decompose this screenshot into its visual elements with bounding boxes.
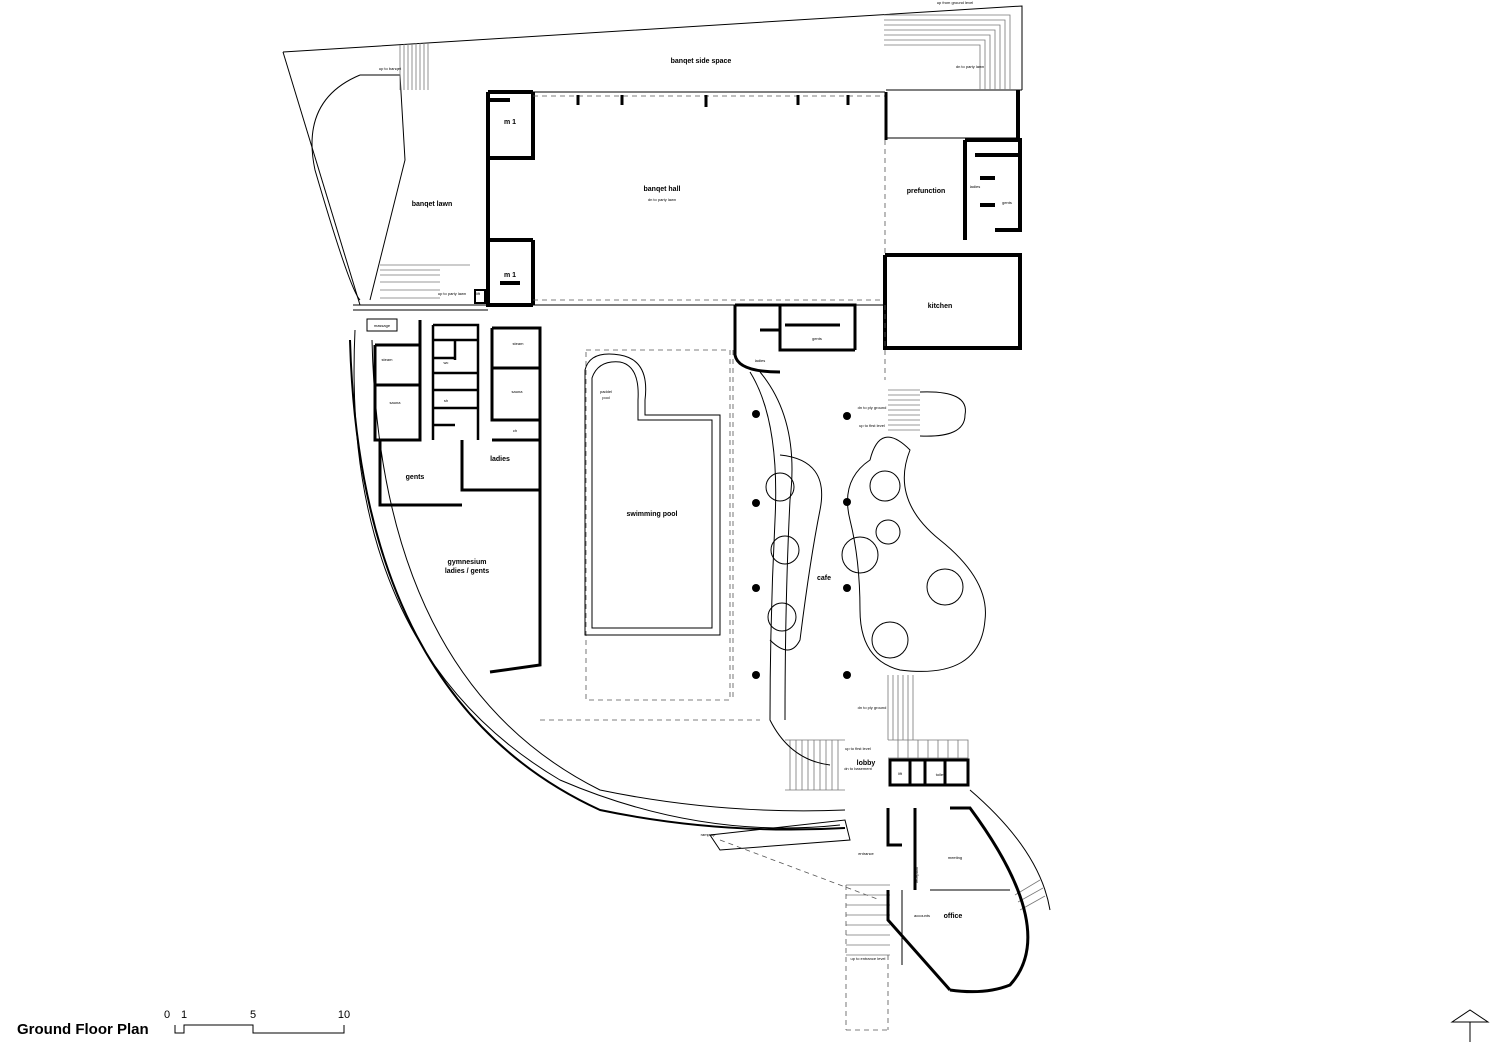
cafe	[732, 303, 986, 766]
label-prefunction: prefunction	[907, 188, 946, 195]
scale-10: 10	[338, 1009, 350, 1021]
north-arrow-icon	[1450, 1009, 1490, 1042]
label-sauna-left: sauna	[390, 400, 402, 405]
scale-bar: 0 1 5 10	[164, 1009, 350, 1034]
label-ladies: ladies	[490, 456, 510, 463]
label-sh: sh	[444, 398, 448, 403]
label-meeting: meeting	[948, 855, 962, 860]
plan-title: Ground Floor Plan	[17, 1021, 149, 1038]
label-k-ladies: ladies	[755, 358, 765, 363]
label-wc: wc	[444, 360, 449, 365]
label-entrance: entrance	[858, 851, 874, 856]
label-swimming-pool: swimming pool	[627, 511, 678, 518]
label-office: office	[944, 913, 963, 920]
label-toilet: toilet	[936, 772, 945, 777]
office-block	[886, 758, 1051, 994]
pool	[584, 349, 731, 701]
note-up-to-entrance: up to entrance level	[851, 956, 886, 961]
label-m1-bottom: m 1	[504, 272, 516, 279]
scale-0: 0	[164, 1009, 170, 1021]
label-kitchen: kitchen	[928, 303, 953, 310]
note-up-to-banqet: up to banqet	[379, 66, 402, 71]
room-labels: banqet side space banqet hall dn to part…	[374, 58, 1012, 920]
label-lobby: lobby	[857, 760, 876, 767]
label-pf-ladies: ladies	[970, 184, 980, 189]
label-banqet-hall: banqet hall	[644, 186, 681, 193]
note-up-from-ground: up from ground level	[937, 0, 974, 5]
spa-block	[366, 318, 542, 674]
label-steam-left: steam	[382, 357, 394, 362]
label-paddel: paddel	[600, 389, 612, 394]
note-ramp-up: ramp up	[701, 832, 716, 837]
stairs	[380, 14, 1046, 1031]
label-gents: gents	[406, 474, 425, 481]
label-banqet-hall-note: dn to party lawn	[648, 197, 676, 202]
note-dn-to-party-lawn: dn to party lawn	[956, 64, 984, 69]
label-k-gents: gents	[812, 336, 822, 341]
label-accounts: accounts	[914, 913, 930, 918]
label-gym: gymnesium	[448, 559, 487, 566]
stair-notes: up to banqet up from ground level dn to …	[379, 0, 984, 961]
label-ch: ch	[513, 428, 517, 433]
label-banqet-lawn: banqet lawn	[412, 201, 452, 208]
label-reception: reception	[914, 867, 919, 883]
note-dn-to-ply-ground: dn to ply ground	[858, 405, 887, 410]
label-pf-gents: gents	[1002, 200, 1012, 205]
banquet-block	[353, 89, 1022, 350]
label-steam-right: steam	[513, 341, 525, 346]
label-cafe: cafe	[817, 575, 831, 582]
note-dn-to-basement: dn to basement	[844, 766, 872, 771]
note-up-to-first-level-2: up to first level	[845, 746, 871, 751]
label-sauna-right: sauna	[512, 389, 524, 394]
label-m1-top: m 1	[504, 119, 516, 126]
label-paddel-2: pool	[602, 395, 610, 400]
label-banqet-side-space: banqet side space	[671, 58, 732, 65]
scale-1: 1	[181, 1009, 187, 1021]
note-up-to-first-level: up to first level	[859, 423, 885, 428]
scale-5: 5	[250, 1009, 256, 1021]
note-dn-to-ply-ground-2: dn to ply ground	[858, 705, 887, 710]
site-outline	[282, 5, 1023, 901]
label-massage: massage	[374, 323, 391, 328]
note-up-to-party-lawn: up to party lawn	[438, 291, 466, 296]
label-lift-top: lift	[476, 291, 481, 296]
label-gym-2: ladies / gents	[445, 568, 489, 575]
label-lift-bottom: lift	[898, 771, 903, 776]
